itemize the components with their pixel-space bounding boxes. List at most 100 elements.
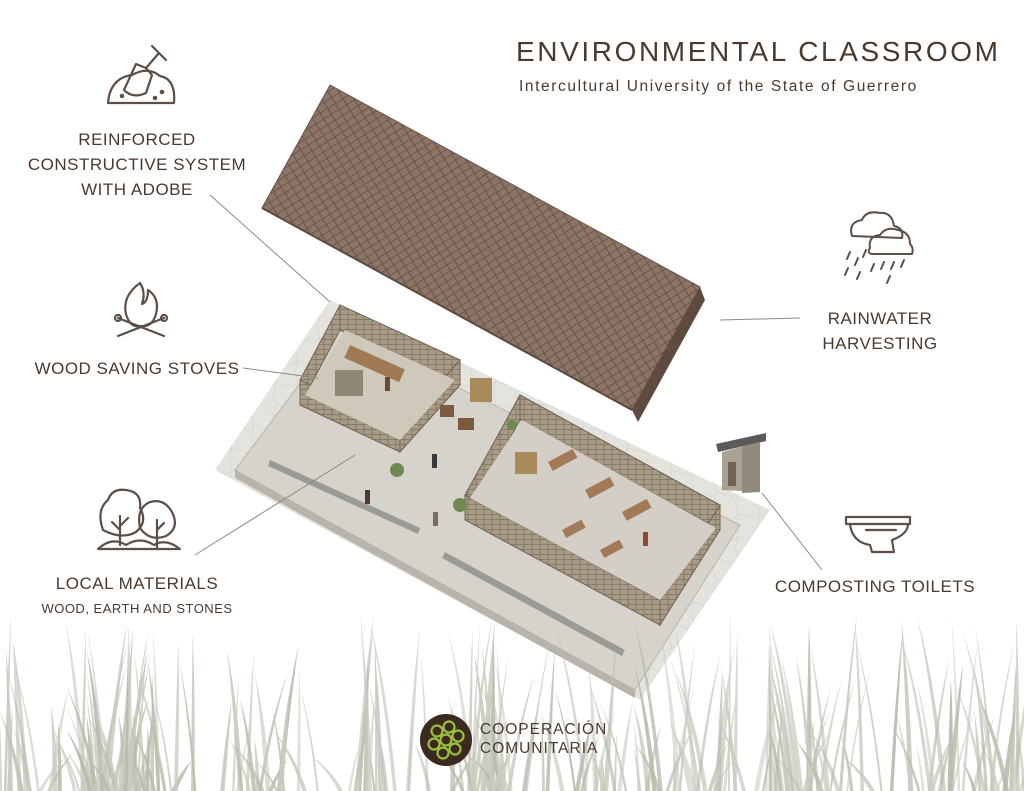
grass-blade	[374, 651, 383, 791]
grass-blade	[66, 750, 88, 791]
grass-blade	[539, 711, 565, 791]
leader-lines	[194, 194, 823, 571]
grass-blade	[470, 621, 481, 791]
grass-decoration	[0, 612, 1024, 791]
grass-blade	[805, 709, 831, 791]
grass-blade	[128, 623, 133, 791]
feature-rainwater-label: RAINWATER HARVESTING	[790, 306, 970, 356]
feature-stoves-line-1: WOOD SAVING STOVES	[34, 359, 240, 378]
grass-blade	[916, 681, 936, 791]
grass-blade	[732, 629, 738, 791]
grass-blade	[804, 719, 815, 791]
feature-stoves-label: WOOD SAVING STOVES	[20, 356, 254, 381]
logo-line-2: COMUNITARIA	[480, 740, 599, 757]
grass-blade	[3, 614, 12, 791]
logo-text: COOPERACIÓN COMUNITARIA	[480, 720, 607, 758]
grass-blade	[1009, 663, 1017, 791]
logo-line-1: COOPERACIÓN	[480, 721, 608, 738]
grass-blade	[146, 724, 150, 791]
grass-blade	[1016, 728, 1024, 791]
grass-blade	[174, 641, 179, 791]
grass-blade	[889, 628, 903, 791]
grass-blade	[232, 676, 239, 791]
grass-blade	[995, 748, 1016, 791]
campfire-icon	[113, 281, 169, 338]
grass-blade	[86, 693, 96, 791]
left-room-walls	[299, 304, 492, 454]
rain-cloud-icon	[844, 211, 914, 284]
grass-blade	[947, 662, 964, 791]
grass-blade	[48, 691, 68, 791]
grass-blade	[889, 721, 921, 791]
grass-blade	[87, 715, 118, 791]
grass-blade	[86, 651, 106, 791]
grass-blade	[839, 612, 858, 791]
grass-blade	[929, 731, 956, 791]
grass-blade	[714, 713, 746, 791]
grass-blade	[136, 638, 147, 791]
feature-materials-line-1: LOCAL MATERIALS	[55, 574, 219, 593]
grass-blade	[87, 737, 113, 791]
grass-blade	[975, 691, 1010, 791]
grass-blade	[406, 629, 420, 791]
grass-blade	[603, 646, 617, 791]
grass-blade	[659, 630, 681, 791]
grass-blade	[917, 617, 946, 791]
grass-blade	[494, 660, 513, 791]
feature-rainwater-line-1: RAINWATER	[827, 309, 933, 328]
grass-blade	[617, 700, 633, 791]
feature-materials-sub: WOOD, EARTH AND STONES	[41, 601, 233, 616]
grass-blade	[841, 756, 875, 791]
grass-blade	[312, 756, 343, 791]
grass-blade	[855, 639, 883, 791]
grass-blade	[135, 670, 167, 791]
grass-blade	[481, 643, 495, 791]
grass-blade	[179, 663, 197, 791]
tiled-roof	[261, 84, 705, 422]
shovel-icon	[106, 44, 176, 105]
grass-blade	[818, 679, 842, 791]
grass-blade	[133, 648, 146, 791]
grass-blade	[927, 657, 950, 791]
grass-blade	[901, 618, 913, 791]
grass-blade	[961, 760, 976, 791]
grass-blade	[696, 652, 722, 791]
grass-blade	[1015, 620, 1020, 791]
grass-blade	[600, 703, 628, 791]
grass-blade	[12, 636, 29, 791]
grass-blade	[808, 687, 831, 791]
grass-blade	[227, 736, 251, 791]
grass-blade	[809, 709, 819, 791]
toilet-icon	[844, 515, 912, 554]
grass-blade	[491, 653, 510, 791]
grass-blade	[254, 674, 271, 791]
grass-blade	[119, 736, 146, 791]
grass-blade	[255, 760, 279, 791]
page-subtitle: Intercultural University of the State of…	[519, 78, 918, 95]
grass-blade	[525, 625, 554, 791]
grass-blade	[715, 674, 723, 791]
feature-rainwater-line-2: HARVESTING	[822, 334, 938, 353]
grass-blade	[5, 647, 13, 791]
grass-blade	[554, 623, 587, 791]
grass-blade	[348, 745, 360, 791]
grass-blade	[754, 687, 782, 791]
grass-blade	[762, 735, 776, 791]
grass-blade	[846, 667, 872, 791]
grass-blade	[974, 669, 988, 791]
flower-logo-icon	[420, 714, 472, 766]
grass-blade	[220, 701, 232, 791]
grass-blade	[594, 738, 598, 791]
grass-blade	[300, 690, 319, 791]
composting-toilet-hut	[716, 433, 766, 493]
grass-blade	[245, 652, 254, 791]
grass-blade	[829, 676, 857, 791]
right-room-walls	[464, 394, 721, 627]
grass-blade	[126, 630, 149, 791]
grass-blade	[66, 708, 94, 791]
page-title: ENVIRONMENTAL CLASSROOM	[516, 36, 1001, 67]
grass-blade	[854, 617, 864, 791]
grass-blade	[665, 727, 695, 791]
feature-toilets-line-1: COMPOSTING TOILETS	[774, 577, 976, 596]
